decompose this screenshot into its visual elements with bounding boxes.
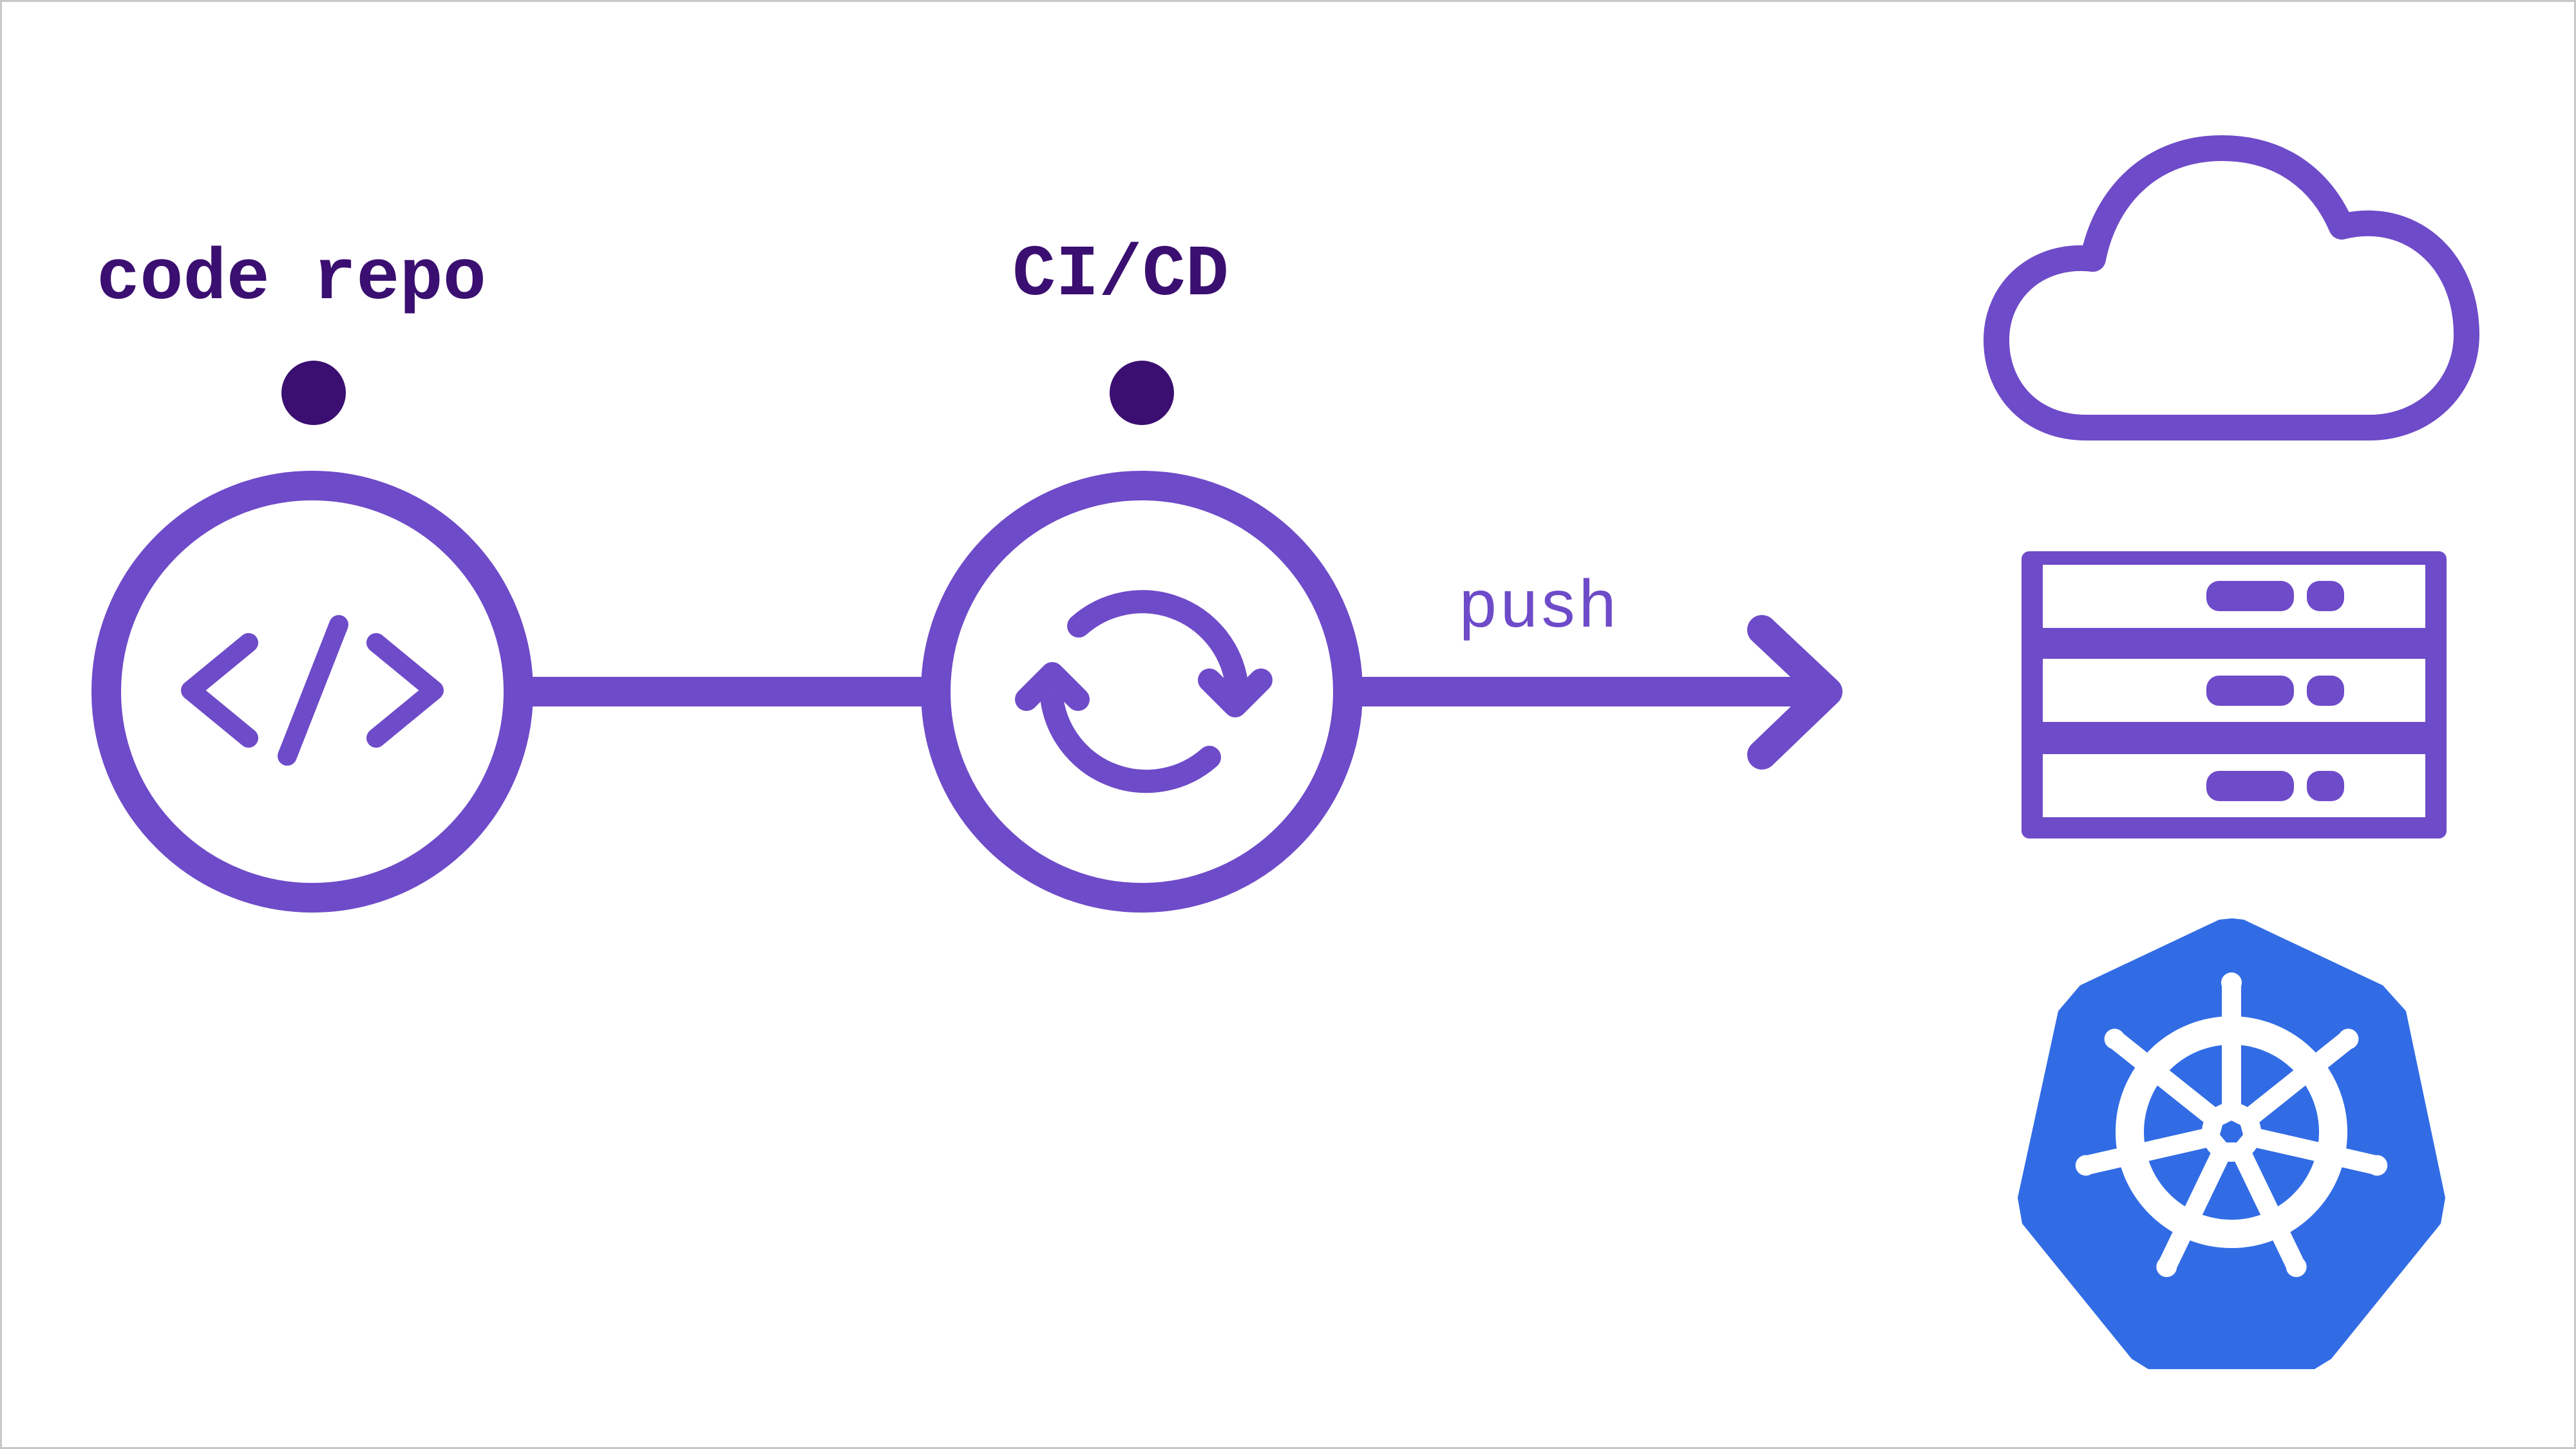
ci-cd-dot	[1110, 361, 1174, 425]
kubernetes-logo-icon	[2018, 918, 2445, 1369]
code-repo-label: code repo	[97, 238, 486, 320]
code-repo-node	[91, 471, 533, 913]
arrowhead-icon	[1747, 615, 1842, 770]
ci-cd-node	[921, 471, 1363, 913]
server-led-bar-1	[2206, 581, 2294, 611]
ship-wheel-icon	[2075, 972, 2388, 1278]
server-led-bar-2	[2206, 676, 2294, 706]
ci-cd-label: CI/CD	[1012, 234, 1229, 316]
edge-push-arrow	[1356, 615, 1842, 770]
push-edge-label: push	[1459, 567, 1620, 641]
sync-arrows-icon	[1015, 590, 1273, 793]
server-led-dot-3	[2307, 771, 2344, 801]
server-led-bar-3	[2206, 771, 2294, 801]
cloud-icon	[1984, 135, 2479, 440]
ci-cd-ring	[921, 471, 1363, 913]
server-led-dot-1	[2307, 581, 2344, 611]
code-repo-dot	[281, 361, 346, 425]
code-brackets-icon	[181, 615, 444, 766]
server-rack-icon	[2022, 551, 2447, 838]
server-led-dot-2	[2307, 676, 2344, 706]
